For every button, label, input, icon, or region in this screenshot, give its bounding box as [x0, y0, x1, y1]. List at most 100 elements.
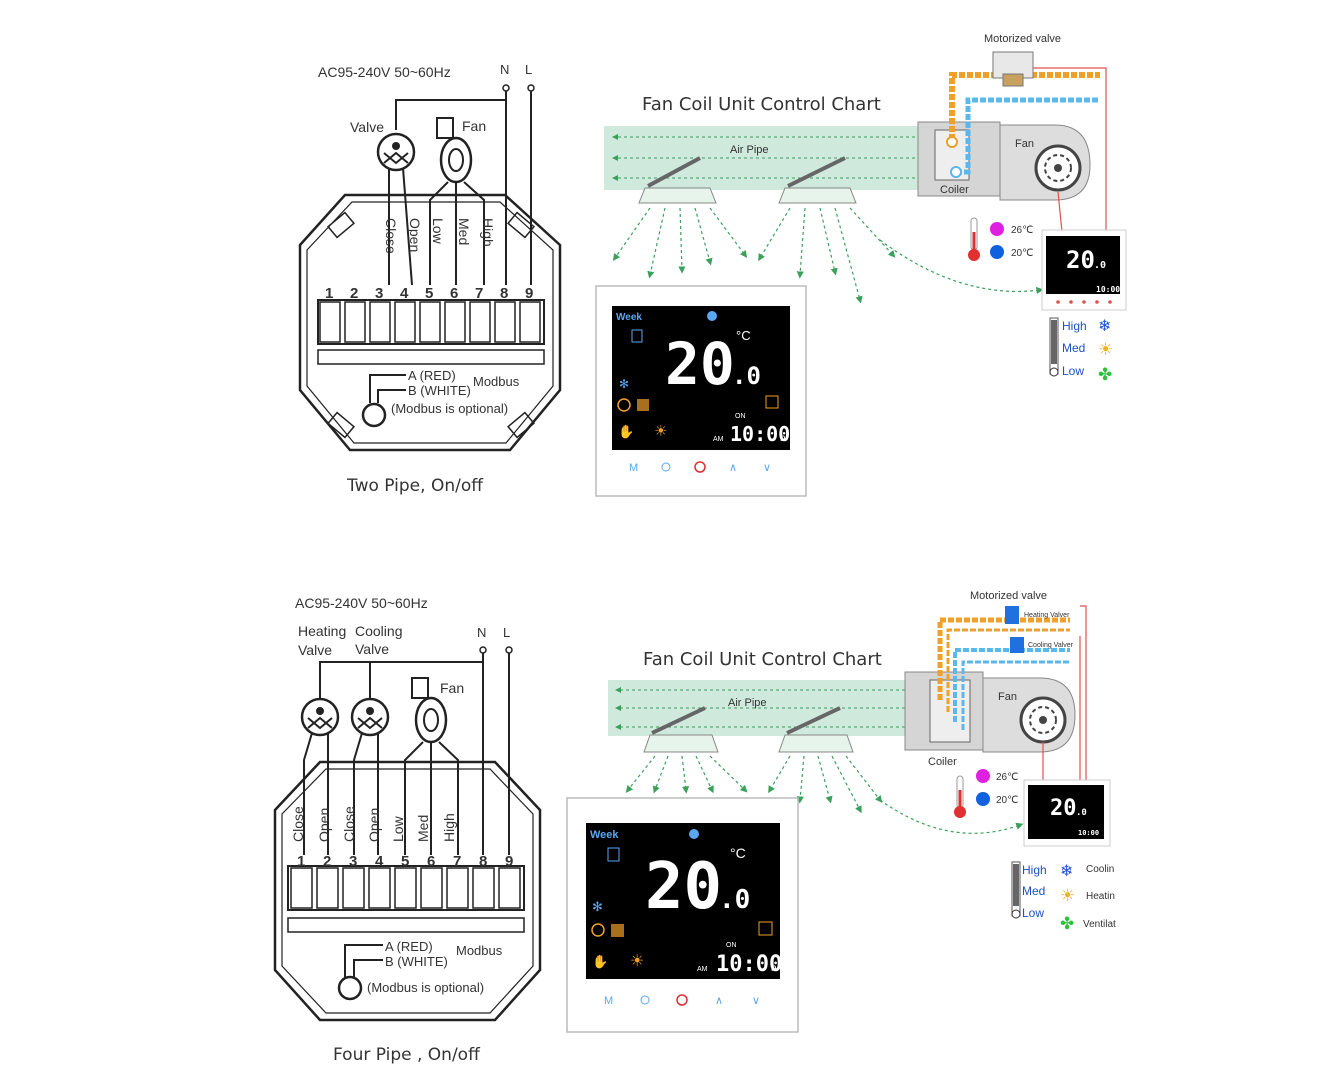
hand-icon: ✋: [618, 424, 634, 439]
cooling-valve-label: Valve: [355, 641, 389, 657]
bottom-supply-label: AC95-240V 50~60Hz: [295, 595, 428, 611]
heating-valver-label: Heating Valver: [1024, 612, 1070, 619]
terminal-number: 7: [453, 853, 461, 870]
time-readout: 10:00: [730, 422, 790, 446]
modbus-a-label: A (RED): [385, 939, 433, 954]
window-icon: [758, 921, 773, 936]
modbus-note: (Modbus is optional): [367, 980, 484, 995]
terminal-number: 6: [427, 853, 435, 870]
heating-valve-icon: [300, 697, 340, 737]
clock-icon: [617, 398, 631, 412]
cooling-valve-actuator-icon: [1010, 637, 1024, 653]
top-valve-label: Valve: [350, 119, 384, 135]
down-button-icon: ∨: [752, 995, 760, 1007]
on-label: ON: [726, 942, 737, 949]
mode-cooling-label: Coolin: [1086, 864, 1114, 875]
thermometer-icon: [968, 217, 980, 261]
top-n-label: N: [500, 62, 509, 77]
mode-button-icon: M: [604, 995, 613, 1007]
bottom-wiring-diagram: AC95-240V 50~60Hz N L Heating Valve Cool…: [273, 595, 542, 1065]
main-temp-readout: 20: [645, 850, 722, 924]
heating-valve-actuator-icon: [1005, 606, 1019, 624]
clock-button-icon: [661, 462, 671, 472]
sun-icon: ☀: [1060, 886, 1075, 905]
top-supply-label: AC95-240V 50~60Hz: [318, 64, 451, 80]
bottom-fan-label: Fan: [440, 680, 464, 696]
bottom-caption: Four Pipe , On/off: [333, 1045, 481, 1065]
terminal-open-label: Open: [316, 808, 332, 842]
terminal-number: 1: [325, 285, 333, 302]
window-icon: [765, 395, 779, 409]
bottom-thermostat-body: [273, 760, 542, 1022]
schedule-icon: [611, 924, 624, 937]
hot-temp-dot: [990, 222, 1004, 236]
small-temp-decimal: .0: [1076, 808, 1087, 818]
hand-icon: ✋: [592, 954, 608, 969]
terminal-low-label: Low: [430, 218, 446, 245]
top-caption: Two Pipe, On/off: [346, 476, 484, 496]
top-wiring-diagram: AC95-240V 50~60Hz N L Valve Fan: [298, 62, 562, 496]
cooling-label: Cooling: [355, 623, 402, 639]
hot-temp-label: 26℃: [996, 772, 1018, 783]
main-temp-decimal: .0: [732, 362, 761, 390]
terminal-med-label: Med: [415, 815, 431, 842]
terminal-number: 2: [350, 285, 358, 302]
air-pipe-label: Air Pipe: [728, 697, 767, 709]
time-readout: 10:00: [716, 952, 782, 977]
small-time-readout: 10:00: [1078, 829, 1099, 837]
valve-signal-wire: [1080, 605, 1087, 780]
thermometer-icon: [954, 775, 966, 818]
mode-button-icon: M: [629, 462, 638, 474]
heat-sun-icon: ☀: [654, 423, 667, 440]
air-diffuser: [638, 156, 857, 204]
terminal-number: 5: [401, 853, 409, 870]
temp-unit-label: °C: [736, 328, 751, 343]
temp-unit-label: °C: [730, 845, 746, 861]
fan-unit-label: Fan: [1015, 138, 1034, 150]
bottom-l-label: L: [503, 625, 510, 640]
hour-label: h: [771, 963, 777, 974]
terminal-med-label: Med: [456, 218, 472, 245]
on-label: ON: [735, 413, 746, 420]
top-thermostat-body: [298, 193, 562, 452]
main-temp-decimal: .0: [719, 885, 750, 915]
speed-high-label: High: [1062, 319, 1087, 333]
speed-slider: [1011, 861, 1021, 919]
mode-ventilation-label: Ventilat: [1083, 919, 1116, 930]
terminal-low-label: Low: [390, 815, 406, 842]
terminal-number: 4: [375, 853, 384, 870]
terminal-number: 9: [525, 285, 533, 302]
power-button-icon: [676, 994, 688, 1006]
up-button-icon: ∧: [715, 995, 723, 1007]
small-thermostat: 20 .0 10:00: [1023, 779, 1111, 847]
bottom-n-label: N: [477, 625, 486, 640]
small-time-readout: 10:00: [1096, 285, 1120, 294]
small-temp-decimal: .0: [1094, 260, 1106, 271]
cooling-valve-icon: [350, 697, 390, 737]
speed-low-label: Low: [1022, 906, 1044, 920]
hot-water-supply-pipe: [937, 617, 1070, 700]
cold-temp-label: 20℃: [1011, 248, 1033, 259]
bottom-chart-title: Fan Coil Unit Control Chart: [643, 649, 882, 670]
top-chart-title: Fan Coil Unit Control Chart: [642, 94, 881, 115]
terminal-close-label: Close: [383, 218, 399, 254]
terminal-open-label: Open: [407, 218, 423, 252]
cold-water-return-pipe: [961, 660, 1070, 730]
motorized-valve-label: Motorized valve: [970, 590, 1047, 602]
cold-temp-dot: [990, 245, 1004, 259]
top-l-label: L: [525, 62, 532, 77]
hot-temp-dot: [976, 769, 990, 783]
fan-mode-icon: ✤: [1060, 914, 1074, 933]
terminal-number: 3: [349, 853, 357, 870]
fan-wheel-icon: [1019, 696, 1067, 744]
motorized-valve-icon: [992, 51, 1034, 87]
hot-temp-label: 26℃: [1011, 225, 1033, 236]
cold-temp-dot: [976, 792, 990, 806]
speed-med-label: Med: [1062, 341, 1085, 355]
week-label: Week: [590, 829, 619, 841]
fan-motor-icon: [436, 117, 473, 184]
lock-icon: [631, 329, 643, 343]
am-label: AM: [697, 966, 708, 973]
modbus-b-label: B (WHITE): [385, 954, 448, 969]
mode-heating-label: Heatin: [1086, 891, 1115, 902]
